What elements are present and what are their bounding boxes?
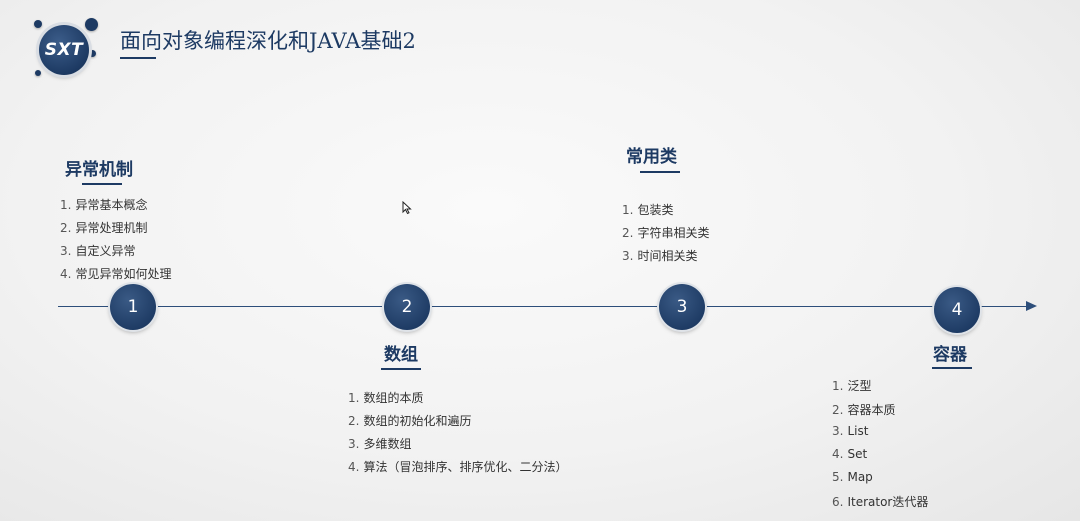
timeline-node-1: 1 <box>110 284 156 330</box>
section-3-item: 3时间相关类 <box>622 247 697 264</box>
timeline-arrow-icon <box>1026 301 1037 311</box>
section-4-underline <box>932 367 972 369</box>
section-1-heading: 异常机制 <box>65 160 133 180</box>
logo-text: SXT <box>44 40 84 60</box>
section-4-item: 6Iterator迭代器 <box>832 493 928 510</box>
section-3-underline <box>640 171 680 173</box>
section-4-item: 5Map <box>832 470 873 484</box>
logo-dot <box>34 20 42 28</box>
mouse-cursor-icon <box>402 201 412 215</box>
section-4-item: 2容器本质 <box>832 401 895 418</box>
section-3-item: 1包装类 <box>622 201 673 218</box>
section-2-item: 4算法（冒泡排序、排序优化、二分法） <box>348 458 567 475</box>
page-title: 面向对象编程深化和JAVA基础2 <box>120 29 416 53</box>
section-1-underline <box>82 183 122 185</box>
section-3-heading: 常用类 <box>626 147 677 167</box>
timeline-line <box>58 306 1030 307</box>
section-2-item: 1数组的本质 <box>348 389 423 406</box>
title-underline <box>120 57 156 59</box>
section-4-item: 4Set <box>832 447 867 461</box>
section-2-item: 2数组的初始化和遍历 <box>348 412 471 429</box>
section-4-item: 3List <box>832 424 868 438</box>
logo-dot <box>89 50 96 57</box>
section-2-item: 3多维数组 <box>348 435 411 452</box>
section-2-underline <box>381 368 421 370</box>
section-4-heading: 容器 <box>933 345 967 365</box>
timeline-node-2: 2 <box>384 284 430 330</box>
timeline-node-4: 4 <box>934 287 980 333</box>
logo-dot <box>85 18 98 31</box>
logo-badge: SXT <box>39 25 89 75</box>
section-1-item: 1异常基本概念 <box>60 196 147 213</box>
section-3-item: 2字符串相关类 <box>622 224 709 241</box>
timeline-node-3: 3 <box>659 284 705 330</box>
section-4-item: 1泛型 <box>832 377 871 394</box>
section-2-heading: 数组 <box>384 345 418 365</box>
section-1-item: 3自定义异常 <box>60 242 135 259</box>
logo-dot <box>35 70 41 76</box>
section-1-item: 2异常处理机制 <box>60 219 147 236</box>
section-1-item: 4常见异常如何处理 <box>60 265 171 282</box>
logo: SXT <box>33 18 103 78</box>
